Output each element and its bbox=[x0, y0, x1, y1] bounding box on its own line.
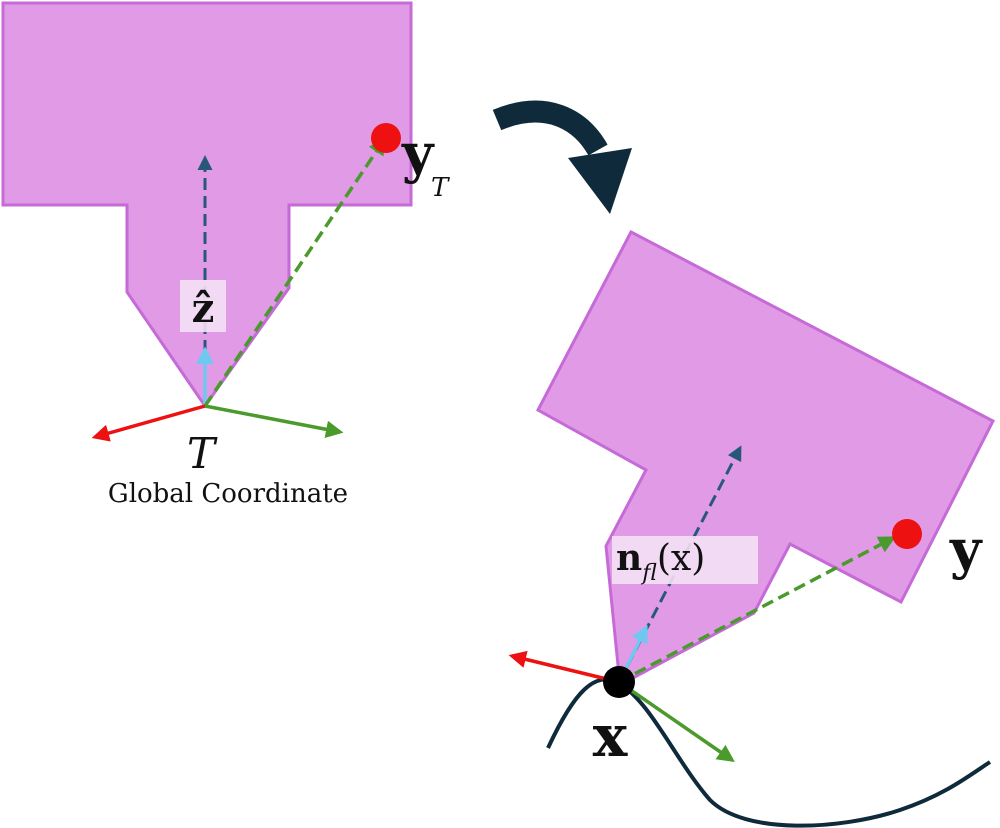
left-x-axis bbox=[91, 404, 206, 442]
rotation-arrow-group bbox=[492, 100, 632, 214]
left-frame-symbol: T bbox=[187, 429, 218, 478]
left-point-subscript: T bbox=[431, 173, 450, 203]
right-normal-label-bg bbox=[612, 536, 758, 584]
right-normal-symbol: n bbox=[616, 537, 642, 579]
contact-point-x bbox=[603, 666, 635, 698]
right-tool-body bbox=[535, 229, 996, 688]
rotation-arrow-body bbox=[492, 100, 608, 156]
right-point-y bbox=[892, 519, 922, 549]
right-point-label: y bbox=[949, 517, 983, 581]
right-vector-to-point bbox=[618, 536, 897, 684]
left-z-label: ẑ bbox=[192, 285, 215, 332]
right-y-axis bbox=[618, 680, 735, 762]
left-tool-body bbox=[1, 1, 413, 409]
left-z-label-bg bbox=[180, 280, 226, 332]
left-tool-group: ẑ y T T Global Coordinate bbox=[1, 1, 450, 509]
left-point-y bbox=[371, 123, 401, 153]
right-tool-group: nfl(x) y x bbox=[508, 229, 996, 828]
left-point-label: y bbox=[401, 121, 435, 185]
rotation-arrow-head bbox=[568, 148, 632, 214]
right-x-axis bbox=[508, 650, 620, 684]
right-normal-subscript: fl bbox=[640, 561, 657, 586]
right-normal-label: nfl(x) bbox=[616, 537, 705, 586]
contact-point-label: x bbox=[593, 702, 628, 770]
right-normal-arg: (x) bbox=[657, 538, 705, 579]
left-y-axis bbox=[204, 404, 344, 438]
left-caption: Global Coordinate bbox=[108, 479, 348, 509]
